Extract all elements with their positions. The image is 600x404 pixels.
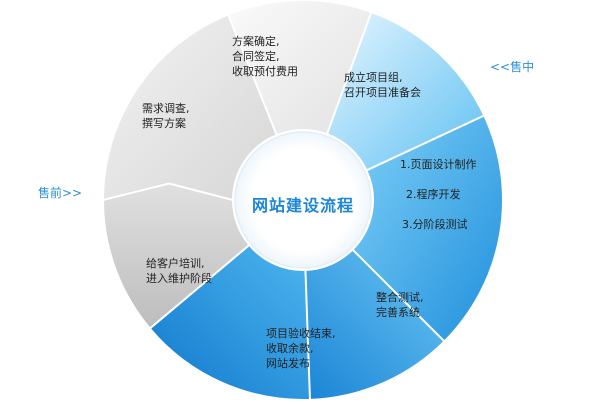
step-line: 收取余款,: [266, 342, 314, 355]
step-line: 整合测试,: [376, 291, 424, 304]
step-line: 完善系统: [376, 306, 420, 319]
step-contract: 方案确定, 合同签定, 收取预付费用: [232, 34, 298, 79]
step-kickoff: 成立项目组, 召开项目准备会: [344, 70, 421, 100]
step-line: 合同签定,: [232, 50, 280, 63]
step-line: 成立项目组,: [344, 71, 403, 84]
step-line: 3.分阶段测试: [402, 218, 468, 231]
step-line: 1.页面设计制作: [400, 158, 477, 171]
in-sale-label: <<售中: [490, 60, 535, 74]
step-line: 方案确定,: [232, 35, 280, 48]
step-line: 进入维护阶段: [146, 272, 212, 285]
step-dev: 1.页面设计制作 2.程序开发 3.分阶段测试: [400, 150, 477, 240]
segment-dev: [351, 114, 504, 343]
segment-requirements: [101, 13, 278, 201]
step-line: 召开项目准备会: [344, 86, 421, 99]
step-line: 项目验收结束,: [266, 327, 336, 340]
step-line: 给客户培训,: [146, 257, 205, 270]
step-acceptance: 项目验收结束, 收取余款, 网站发布: [266, 326, 336, 371]
step-line: 需求调查,: [142, 102, 190, 115]
pre-sale-label: 售前>>: [38, 186, 83, 200]
step-integration: 整合测试, 完善系统: [376, 290, 424, 320]
step-line: 收取预付费用: [232, 65, 298, 78]
step-line: 2.程序开发: [406, 188, 461, 201]
center-hub: [234, 131, 372, 269]
step-line: 撰写方案: [142, 117, 186, 130]
step-training: 给客户培训, 进入维护阶段: [146, 256, 212, 286]
diagram-title: 网站建设流程: [251, 196, 354, 215]
step-line: 网站发布: [266, 357, 310, 370]
segment-training: [101, 182, 251, 330]
step-requirements: 需求调查, 撰写方案: [142, 101, 190, 131]
segment-kickoff: [325, 10, 486, 172]
